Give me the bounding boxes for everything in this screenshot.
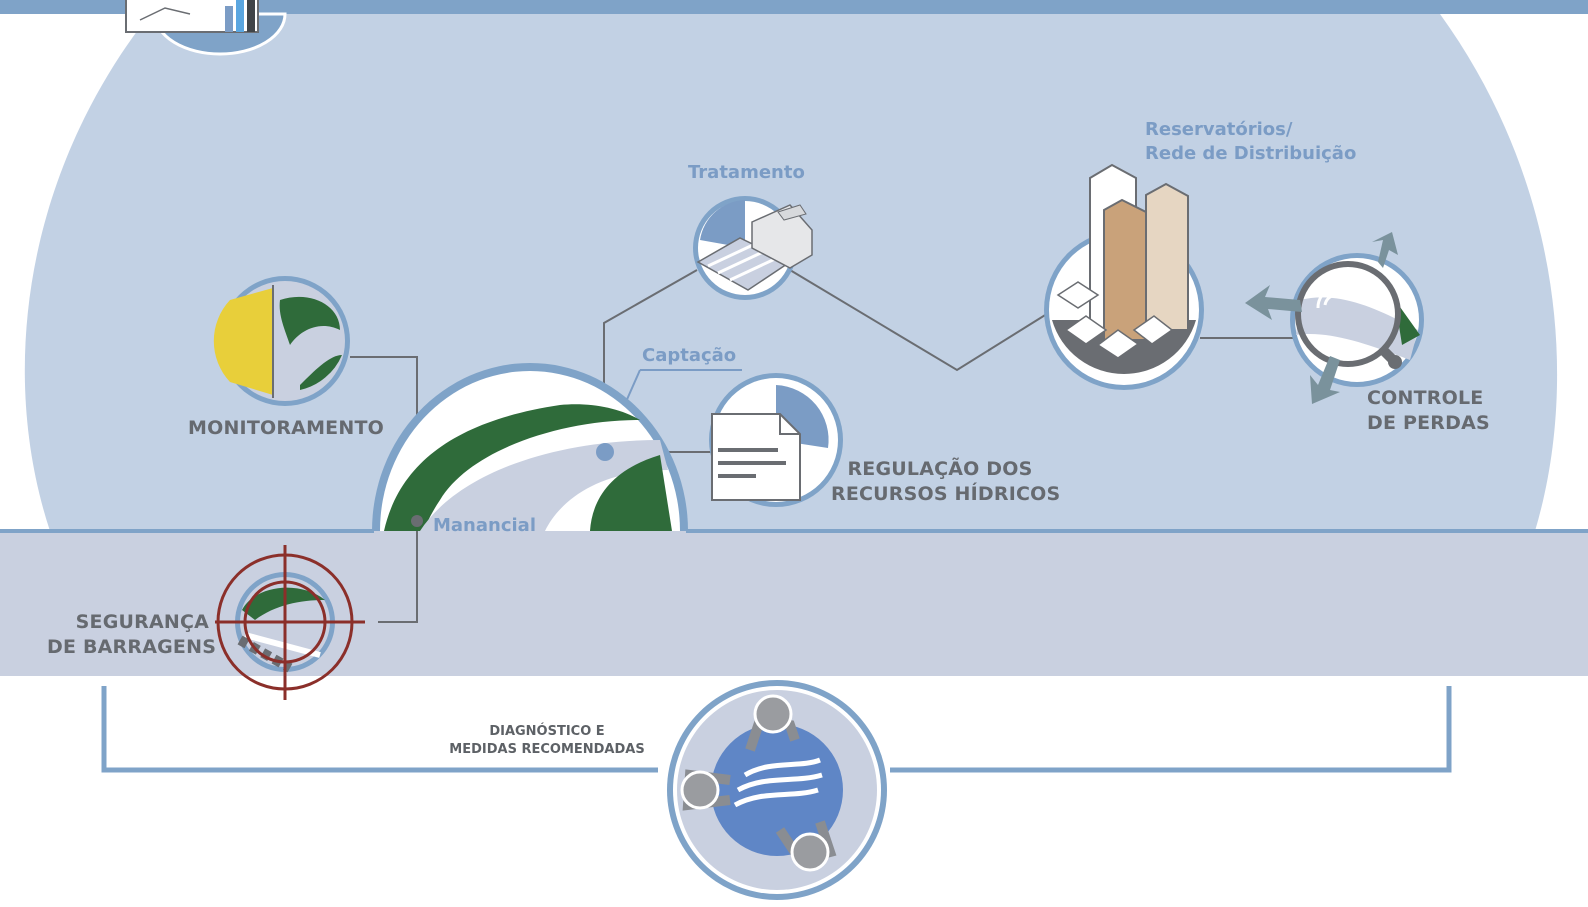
label-regulacao-line2: RECURSOS HÍDRICOS bbox=[831, 483, 1061, 505]
ground-band bbox=[0, 531, 1588, 676]
chart-icon bbox=[125, 0, 287, 56]
ruler-map-icon bbox=[213, 276, 350, 406]
label-seguranca: SEGURANÇA DE BARRAGENS bbox=[47, 610, 217, 660]
label-reservatorios: Reservatórios/ Rede de Distribuição bbox=[1145, 118, 1356, 166]
treatment-plant-icon bbox=[693, 196, 813, 300]
label-controle-line2: DE PERDAS bbox=[1367, 412, 1490, 434]
captacao-node bbox=[596, 443, 614, 461]
label-monitoramento: MONITORAMENTO bbox=[188, 417, 384, 439]
label-controle-line1: CONTROLE bbox=[1367, 387, 1484, 409]
label-controle: CONTROLE DE PERDAS bbox=[1367, 386, 1490, 436]
label-reservatorios-line1: Reservatórios/ bbox=[1145, 119, 1293, 140]
magnifier-leak-icon bbox=[1245, 232, 1424, 404]
manancial-node bbox=[411, 515, 423, 527]
label-regulacao-line1: REGULAÇÃO DOS bbox=[847, 458, 1033, 480]
buildings-icon bbox=[1044, 163, 1204, 390]
target-dam-icon bbox=[215, 545, 365, 700]
label-regulacao: REGULAÇÃO DOS RECURSOS HÍDRICOS bbox=[831, 457, 1061, 507]
label-manancial: Manancial bbox=[433, 515, 536, 536]
hill-river-icon bbox=[372, 363, 688, 531]
people-logo-icon bbox=[667, 680, 887, 900]
label-seguranca-line1: SEGURANÇA bbox=[75, 611, 209, 633]
label-seguranca-line2: DE BARRAGENS bbox=[47, 636, 217, 658]
label-tratamento: Tratamento bbox=[688, 162, 805, 183]
top-band bbox=[0, 0, 1588, 14]
label-captacao: Captação bbox=[642, 345, 737, 366]
diagnostic-bracket bbox=[101, 686, 1452, 773]
label-diagnostico-line2: MEDIDAS RECOMENDADAS bbox=[449, 742, 645, 757]
label-diagnostico: DIAGNÓSTICO E MEDIDAS RECOMENDADAS bbox=[440, 723, 654, 759]
sky-dome bbox=[24, 14, 1558, 531]
label-diagnostico-line1: DIAGNÓSTICO E bbox=[489, 724, 605, 739]
document-icon bbox=[709, 373, 843, 507]
label-reservatorios-line2: Rede de Distribuição bbox=[1145, 143, 1357, 164]
